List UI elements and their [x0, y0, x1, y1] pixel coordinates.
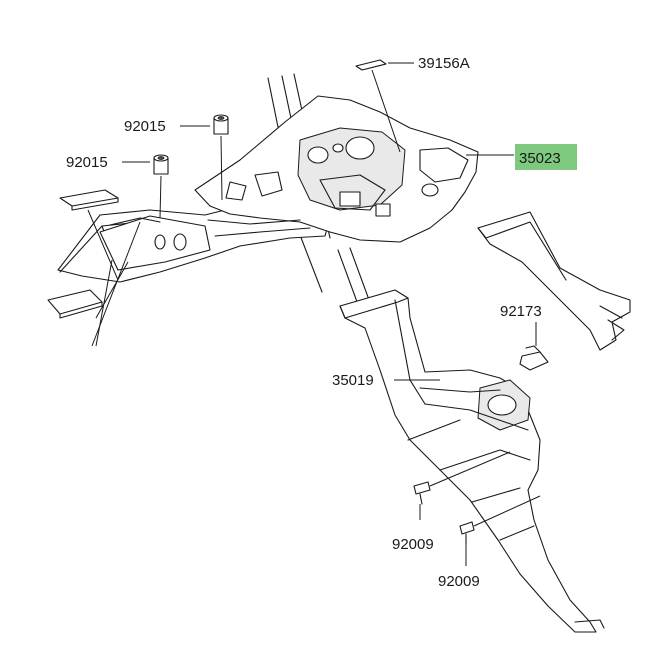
- highlight-box-35023: [515, 144, 577, 170]
- part-label-92009-upper: 92009: [392, 536, 434, 553]
- grommet-92015-upper[interactable]: [213, 114, 229, 135]
- part-label-92009-lower: 92009: [438, 573, 480, 590]
- screw-92009-upper[interactable]: [413, 481, 431, 505]
- clip-92173[interactable]: [519, 345, 549, 371]
- part-label-92015-upper: 92015: [124, 118, 166, 135]
- rear-cowl-35023[interactable]: [57, 95, 479, 283]
- sticker-39156A[interactable]: [355, 59, 387, 71]
- part-label-35019: 35019: [332, 372, 374, 389]
- grommet-92015-lower[interactable]: [153, 154, 169, 175]
- inner-fender-35019[interactable]: [339, 289, 605, 633]
- seat-pad-upper[interactable]: [59, 189, 119, 211]
- pad-leader-lines: [87, 209, 129, 347]
- part-label-92173: 92173: [500, 303, 542, 320]
- seat-pad-lower[interactable]: [47, 289, 103, 319]
- screw-92009-lower[interactable]: [459, 521, 475, 545]
- part-label-35023[interactable]: 35023: [519, 150, 561, 167]
- part-label-92015-lower: 92015: [66, 154, 108, 171]
- rear-bracket[interactable]: [477, 211, 631, 351]
- part-label-39156A: 39156A: [418, 55, 470, 72]
